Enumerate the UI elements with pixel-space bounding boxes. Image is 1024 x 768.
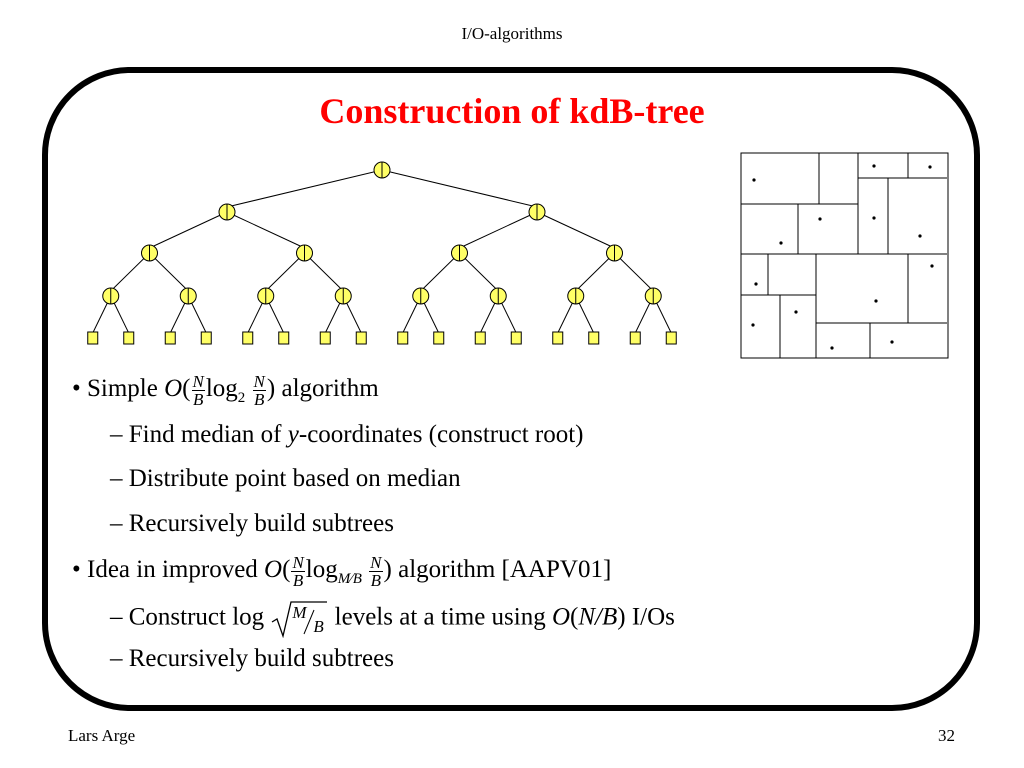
tree-leaf-block — [665, 331, 677, 345]
tree-edge — [459, 211, 538, 249]
data-point — [872, 164, 876, 168]
tree-leaf-block — [278, 331, 290, 345]
tree-leaf-block — [355, 331, 367, 345]
tree-edge — [459, 252, 499, 292]
data-point — [794, 310, 798, 314]
page-number: 32 — [938, 726, 955, 745]
data-point — [818, 217, 822, 221]
data-point — [872, 216, 876, 220]
data-point — [754, 282, 758, 286]
grid-border — [740, 152, 949, 359]
sub-bullet-recursive-2: – Recursively build subtrees — [110, 645, 394, 672]
tree-edge — [536, 211, 615, 249]
tree-leaf-block — [552, 331, 564, 345]
data-point — [874, 299, 878, 303]
tree-edge — [149, 252, 189, 292]
sqrt-m-over-b: M B — [270, 600, 328, 638]
footer-author: Lars Arge — [68, 726, 136, 745]
slide-header: I/O-algorithms — [461, 24, 563, 43]
tree-edge — [304, 252, 344, 292]
sub-bullet-find-median: – Find median of y-coordinates (construc… — [110, 421, 584, 448]
tree-edge — [265, 252, 305, 292]
kd-partition-grid — [740, 152, 949, 359]
data-point — [890, 340, 894, 344]
tree-leaf-block — [319, 331, 331, 345]
slide-title: Construction of kdB-tree — [319, 91, 705, 131]
tree-edge — [226, 211, 305, 249]
bullet-lead: Simple — [87, 375, 158, 403]
tree-edge — [381, 169, 538, 208]
tree-leaf-block — [242, 331, 254, 345]
sub-bullet-distribute: – Distribute point based on median — [110, 465, 461, 492]
tree-edge — [149, 211, 228, 249]
data-point — [751, 323, 755, 327]
data-point — [930, 264, 934, 268]
tree-edge — [110, 252, 150, 292]
tree-edge — [420, 252, 460, 292]
tree-leaf-block — [588, 331, 600, 345]
tree-edge — [226, 169, 383, 208]
data-point — [752, 178, 756, 182]
tree-leaf-block — [164, 331, 176, 345]
data-point — [918, 234, 922, 238]
tree-leaf-block — [433, 331, 445, 345]
data-point — [779, 241, 783, 245]
data-point — [928, 165, 932, 169]
kdb-tree-diagram — [87, 161, 677, 345]
tree-leaf-block — [87, 331, 99, 345]
tree-edge — [614, 252, 654, 292]
tree-leaf-block — [510, 331, 522, 345]
slide-frame — [42, 67, 980, 711]
tree-leaf-block — [397, 331, 409, 345]
tree-leaf-block — [474, 331, 486, 345]
tree-leaf-block — [629, 331, 641, 345]
sub-bullet-construct-levels: – Construct log M B levels at a time usi… — [110, 600, 675, 638]
sub-bullet-recursive-1: – Recursively build subtrees — [110, 510, 394, 537]
tree-leaf-block — [200, 331, 212, 345]
tree-leaf-block — [123, 331, 135, 345]
tree-edge — [575, 252, 615, 292]
data-point — [830, 346, 834, 350]
